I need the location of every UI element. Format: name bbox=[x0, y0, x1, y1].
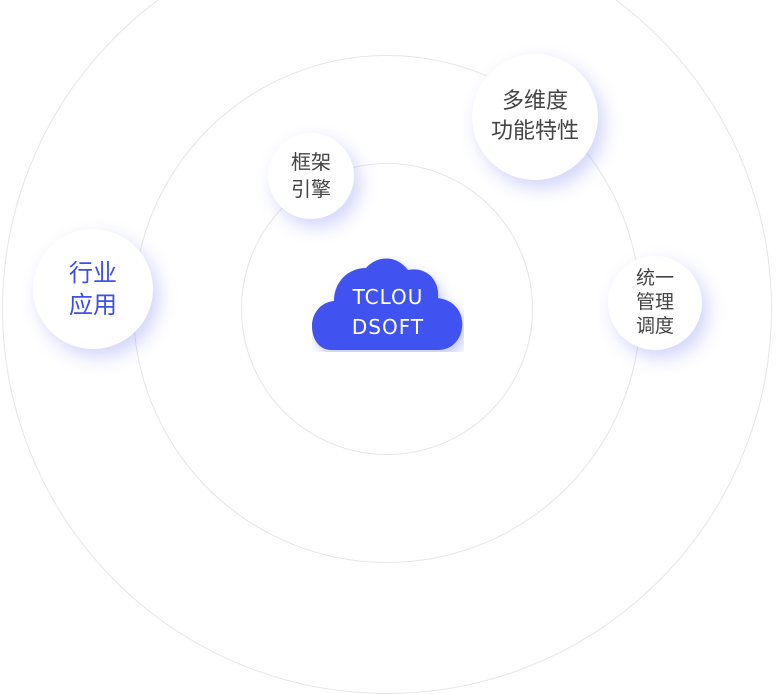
node-label: 管理 bbox=[635, 291, 674, 314]
node-unified-management[interactable]: 统一 管理 调度 bbox=[608, 256, 702, 350]
cloud-icon bbox=[312, 258, 463, 350]
node-label: 多维度 bbox=[501, 89, 568, 115]
node-label: 应用 bbox=[69, 291, 117, 319]
center-label: TCLOU DSOFT bbox=[312, 282, 464, 342]
node-label: 引擎 bbox=[291, 177, 331, 201]
center-label-line2: DSOFT bbox=[351, 315, 425, 339]
center-label-line1: TCLOU bbox=[352, 285, 424, 309]
node-multidimensional-features[interactable]: 多维度 功能特性 bbox=[472, 54, 598, 180]
node-label: 行业 bbox=[69, 258, 117, 287]
node-label: 框架 bbox=[291, 150, 331, 174]
node-label: 调度 bbox=[635, 314, 674, 337]
inner-orbit bbox=[241, 163, 533, 455]
node-framework-engine[interactable]: 框架 引擎 bbox=[268, 133, 354, 219]
node-industry-application[interactable]: 行业 应用 bbox=[33, 229, 153, 349]
node-label: 统一 bbox=[635, 267, 674, 290]
node-label: 功能特性 bbox=[490, 119, 579, 144]
